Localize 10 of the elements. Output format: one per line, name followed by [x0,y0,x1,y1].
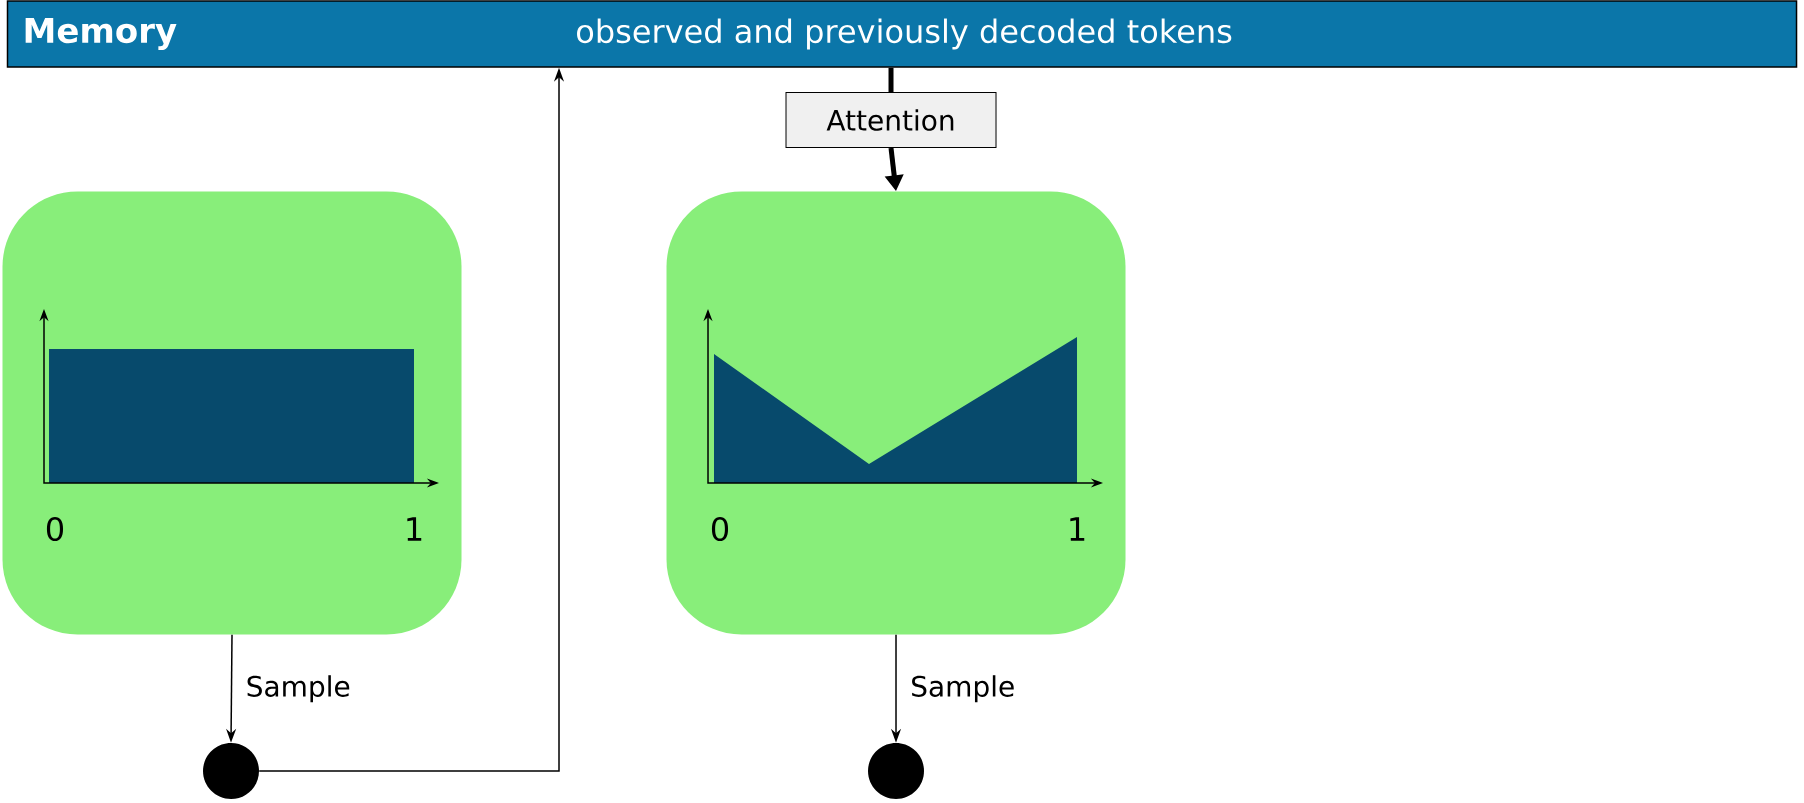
axis-label: 1 [1070,517,1085,541]
attention-box: Attention [785,92,997,148]
edge-label: Sample [243,673,353,705]
axis-label: 0 [711,516,729,542]
edge-label: Sample [908,673,1018,705]
memory-bar: Memory observed and previously decoded tokens [6,0,1798,68]
axis-label: 0 [46,516,64,542]
sample-dot [868,743,924,799]
sample-dot [203,743,259,799]
axis-label: 1 [407,517,422,541]
